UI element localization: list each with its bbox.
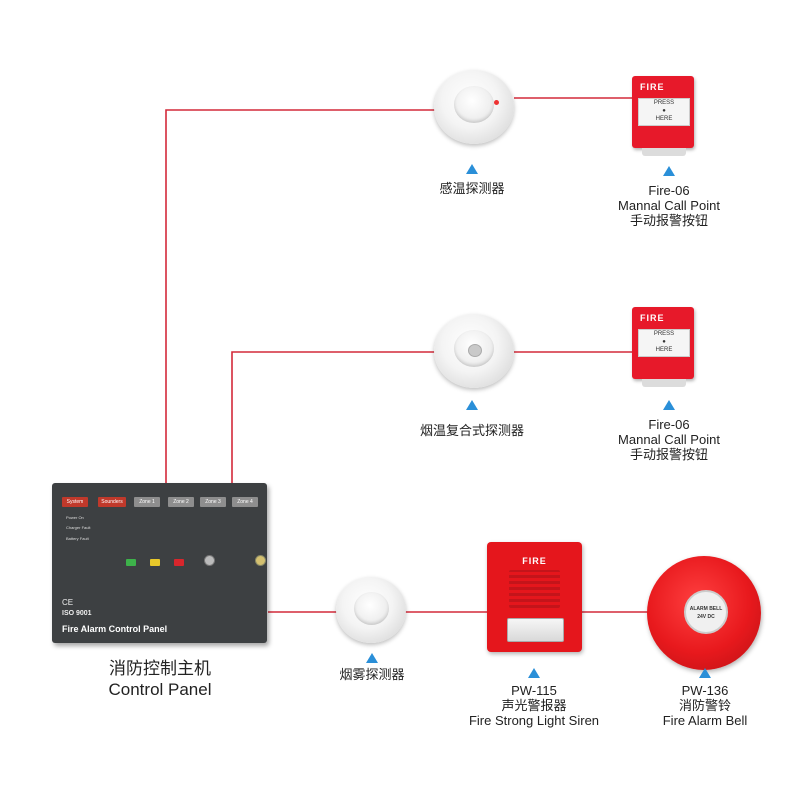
smoke-detector-label: 烟雾探测器: [339, 667, 405, 682]
bell-arrow: [699, 668, 711, 678]
manual-call-point-2: FIRE PRESS●HERE: [632, 307, 694, 387]
call-point-2-caption: Fire-06 Mannal Call Point 手动报警按钮: [618, 417, 720, 462]
panel-status-power-on: Power On: [66, 515, 84, 520]
panel-status-battery-fault: Battery Fault: [66, 536, 89, 541]
bell-voltage-text: 24V DC: [697, 614, 715, 620]
bell-caption: PW-136 消防警铃 Fire Alarm Bell: [663, 683, 748, 728]
smoke-detector-arrow: [366, 653, 378, 663]
panel-button-sounders: Sounders: [98, 497, 126, 507]
combo-detector-sensor: [467, 343, 483, 358]
fire-alarm-bell: ALARM BELL 24V DC: [647, 556, 761, 670]
panel-button-zone-2: Zone 2: [168, 497, 194, 507]
control-panel-caption-en: Control Panel: [108, 680, 212, 699]
wire-loop-1: [165, 109, 436, 483]
control-panel-caption-cn: 消防控制主机: [108, 659, 211, 678]
panel-button-zone-1: Zone 1: [134, 497, 160, 507]
call-point-2-glass: PRESS●HERE: [638, 329, 690, 357]
heat-detector-led: [494, 100, 499, 105]
wire-loop-2: [231, 351, 436, 483]
siren-speaker-grill: [509, 570, 560, 608]
panel-key-yellow: [150, 559, 160, 566]
call-point-2-name-cn: 手动报警按钮: [629, 447, 709, 462]
smoke-heat-combo-detector: [434, 314, 514, 388]
fire-alarm-control-panel: System Sounders Zone 1 Zone 2 Zone 3 Zon…: [52, 483, 267, 643]
strobe-siren: FIRE: [487, 542, 582, 652]
bell-name-cn: 消防警铃: [678, 698, 731, 713]
siren-strobe-lens: [507, 618, 564, 642]
panel-title: Fire Alarm Control Panel: [62, 624, 168, 634]
call-point-1-glass: PRESS●HERE: [638, 98, 690, 126]
panel-key-green: [126, 559, 136, 566]
heat-detector-arrow: [466, 164, 478, 174]
panel-key-red: [174, 559, 184, 566]
panel-iso-mark: ISO 9001: [62, 610, 92, 617]
bell-model: PW-136: [681, 683, 729, 698]
heat-detector-dome: [454, 86, 494, 124]
panel-status-charger-fault: Charger Fault: [66, 525, 91, 530]
panel-button-system: System: [62, 497, 88, 507]
call-point-1-name-en: Mannal Call Point: [618, 198, 720, 213]
siren-name-cn: 声光警报器: [501, 698, 567, 713]
siren-plate: FIRE: [522, 556, 547, 566]
call-point-1-arrow: [663, 166, 675, 176]
bell-name-en: Fire Alarm Bell: [662, 713, 748, 728]
control-panel-caption: 消防控制主机 Control Panel: [108, 658, 211, 700]
call-point-1-plate: FIRE: [640, 82, 665, 92]
call-point-2-name-en: Mannal Call Point: [618, 432, 720, 447]
panel-button-zone-4: Zone 4: [232, 497, 258, 507]
heat-detector: [434, 70, 514, 144]
call-point-1-model: Fire-06: [648, 183, 690, 198]
panel-ce-mark: CE: [62, 598, 74, 607]
call-point-1-caption: Fire-06 Mannal Call Point 手动报警按钮: [618, 183, 720, 228]
call-point-1-name-cn: 手动报警按钮: [629, 213, 709, 228]
bell-face: ALARM BELL 24V DC: [684, 590, 728, 634]
siren-model: PW-115: [511, 683, 557, 698]
smoke-detector-dome: [353, 591, 389, 625]
siren-name-en: Fire Strong Light Siren: [468, 713, 600, 728]
bell-face-text: ALARM BELL: [689, 606, 723, 612]
siren-caption: PW-115 声光警报器 Fire Strong Light Siren: [469, 683, 599, 728]
smoke-detector: [336, 577, 406, 643]
call-point-1-base: [642, 148, 686, 156]
call-point-2-plate: FIRE: [640, 313, 665, 323]
combo-detector-label: 烟温复合式探测器: [419, 423, 525, 438]
call-point-2-base: [642, 379, 686, 387]
call-point-2-arrow: [663, 400, 675, 410]
manual-call-point-1: FIRE PRESS●HERE: [632, 76, 694, 156]
panel-control-knob: [204, 555, 215, 566]
heat-detector-label: 感温探测器: [439, 181, 505, 196]
combo-detector-arrow: [466, 400, 478, 410]
siren-arrow: [528, 668, 540, 678]
panel-door-lock: [255, 555, 266, 566]
panel-button-zone-3: Zone 3: [200, 497, 226, 507]
call-point-2-model: Fire-06: [648, 417, 690, 432]
